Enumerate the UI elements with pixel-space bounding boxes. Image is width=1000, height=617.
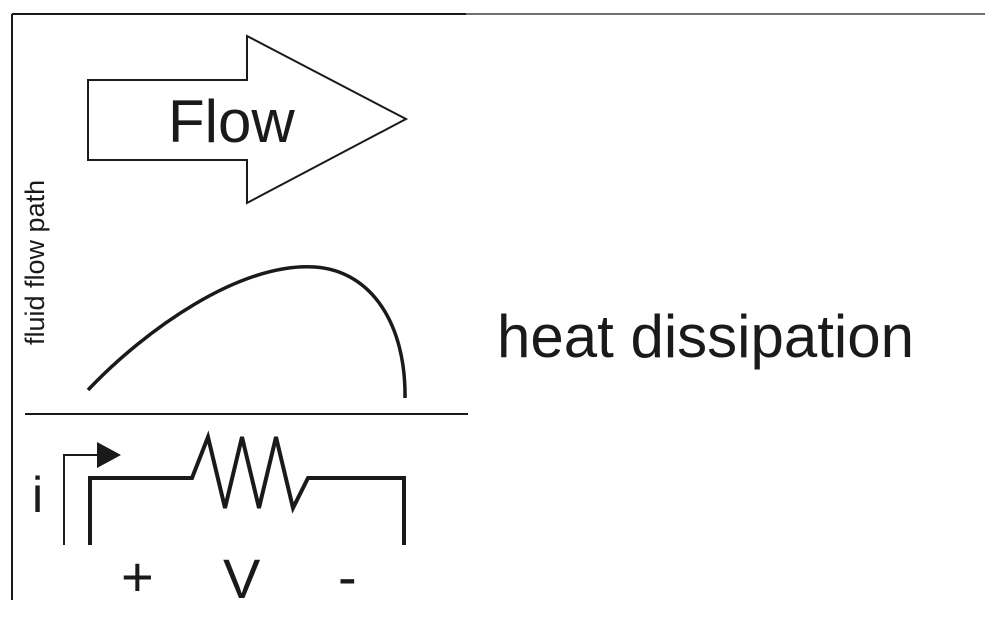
heat-dissipation-curve: [86, 265, 407, 399]
current-indicator-line: [63, 454, 100, 545]
current-arrow-icon: [97, 442, 121, 468]
flow-arrow-icon: [87, 34, 409, 205]
plus-label: +: [121, 545, 154, 608]
side-label: fluid flow path: [20, 180, 50, 345]
minus-label: -: [338, 545, 357, 608]
heat-dissipation-label: heat dissipation: [497, 303, 914, 370]
current-label: i: [32, 467, 43, 523]
voltage-label: V: [223, 547, 261, 610]
flow-arrow-label: Flow: [168, 88, 295, 155]
resistor-circuit: [88, 430, 406, 545]
